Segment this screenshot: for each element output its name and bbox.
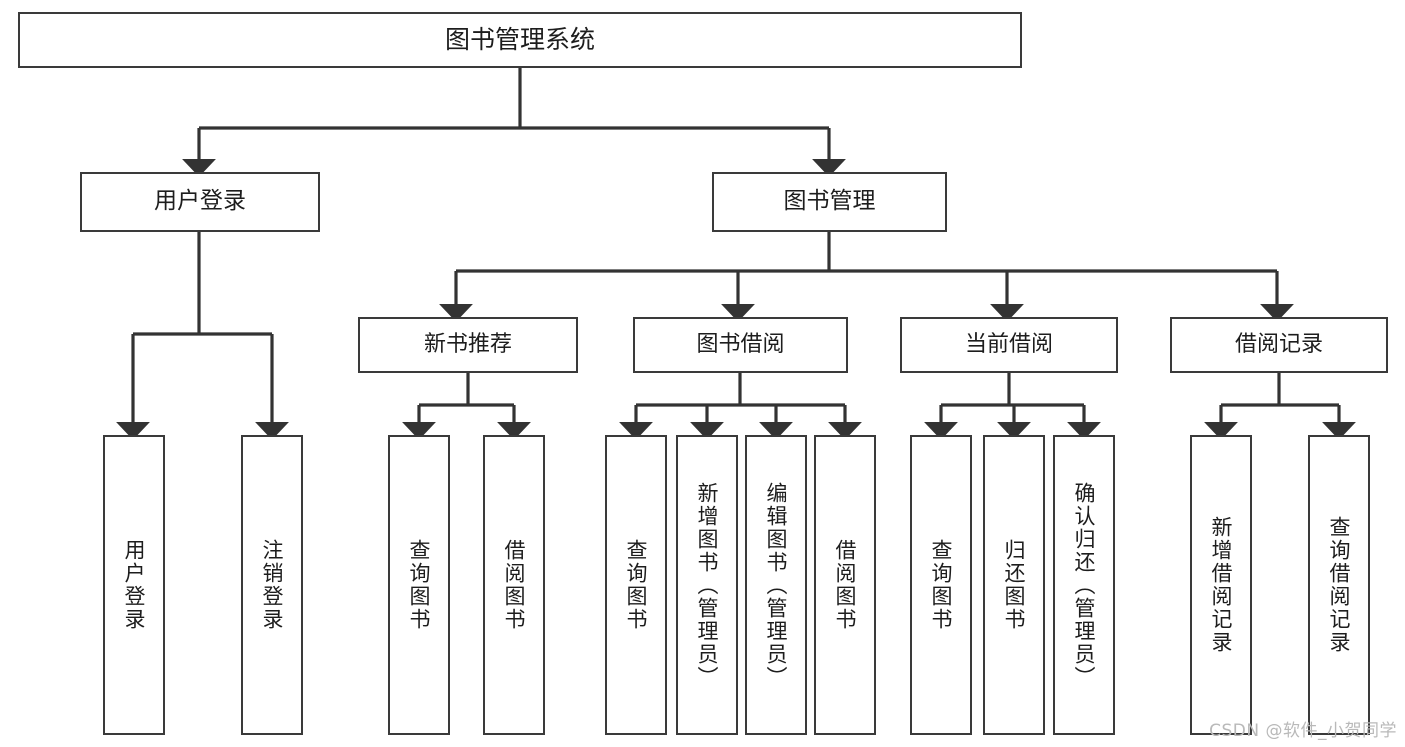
node-book-borrow[interactable]: 图书借阅 (633, 317, 848, 373)
node-leaf-user-login-label: 用户登录 (122, 539, 147, 631)
node-leaf-add-book-label: 新增图书（管理员） (695, 481, 720, 689)
node-root-label: 图书管理系统 (444, 25, 595, 54)
node-book-manage[interactable]: 图书管理 (712, 172, 947, 232)
node-book-borrow-label: 图书借阅 (696, 331, 785, 357)
node-leaf-query-book-current-label: 查询图书 (929, 539, 954, 631)
node-borrow-record[interactable]: 借阅记录 (1170, 317, 1388, 373)
node-leaf-add-book[interactable]: 新增图书（管理员） (676, 435, 738, 735)
node-leaf-borrow-book-label: 借阅图书 (833, 539, 858, 631)
node-leaf-confirm-return-label: 确认归还（管理员） (1072, 481, 1097, 689)
node-leaf-return-book[interactable]: 归还图书 (983, 435, 1045, 735)
node-leaf-query-borrow-record[interactable]: 查询借阅记录 (1308, 435, 1370, 735)
node-leaf-return-book-label: 归还图书 (1002, 539, 1027, 631)
node-leaf-query-book-borrow[interactable]: 查询图书 (605, 435, 667, 735)
node-leaf-query-book-borrow-label: 查询图书 (624, 539, 649, 631)
node-user-login[interactable]: 用户登录 (80, 172, 320, 232)
node-current-borrow-label: 当前借阅 (964, 331, 1053, 357)
node-borrow-record-label: 借阅记录 (1234, 331, 1323, 357)
node-leaf-query-book-recommend[interactable]: 查询图书 (388, 435, 450, 735)
node-leaf-borrow-book-recommend-label: 借阅图书 (502, 539, 527, 631)
node-new-book-recommend[interactable]: 新书推荐 (358, 317, 578, 373)
node-leaf-borrow-book[interactable]: 借阅图书 (814, 435, 876, 735)
node-leaf-logout[interactable]: 注销登录 (241, 435, 303, 735)
node-leaf-edit-book[interactable]: 编辑图书（管理员） (745, 435, 807, 735)
node-root[interactable]: 图书管理系统 (18, 12, 1022, 68)
node-leaf-edit-book-label: 编辑图书（管理员） (764, 481, 789, 689)
node-leaf-user-login[interactable]: 用户登录 (103, 435, 165, 735)
node-leaf-query-borrow-record-label: 查询借阅记录 (1327, 516, 1352, 654)
node-leaf-query-book-current[interactable]: 查询图书 (910, 435, 972, 735)
node-leaf-query-book-recommend-label: 查询图书 (407, 539, 432, 631)
node-leaf-confirm-return[interactable]: 确认归还（管理员） (1053, 435, 1115, 735)
node-leaf-borrow-book-recommend[interactable]: 借阅图书 (483, 435, 545, 735)
node-leaf-logout-label: 注销登录 (260, 539, 285, 631)
node-book-manage-label: 图书管理 (783, 188, 876, 215)
node-user-login-label: 用户登录 (154, 188, 246, 215)
node-leaf-add-borrow-record[interactable]: 新增借阅记录 (1190, 435, 1252, 735)
node-leaf-add-borrow-record-label: 新增借阅记录 (1209, 516, 1234, 654)
node-current-borrow[interactable]: 当前借阅 (900, 317, 1118, 373)
node-new-book-recommend-label: 新书推荐 (423, 331, 512, 357)
